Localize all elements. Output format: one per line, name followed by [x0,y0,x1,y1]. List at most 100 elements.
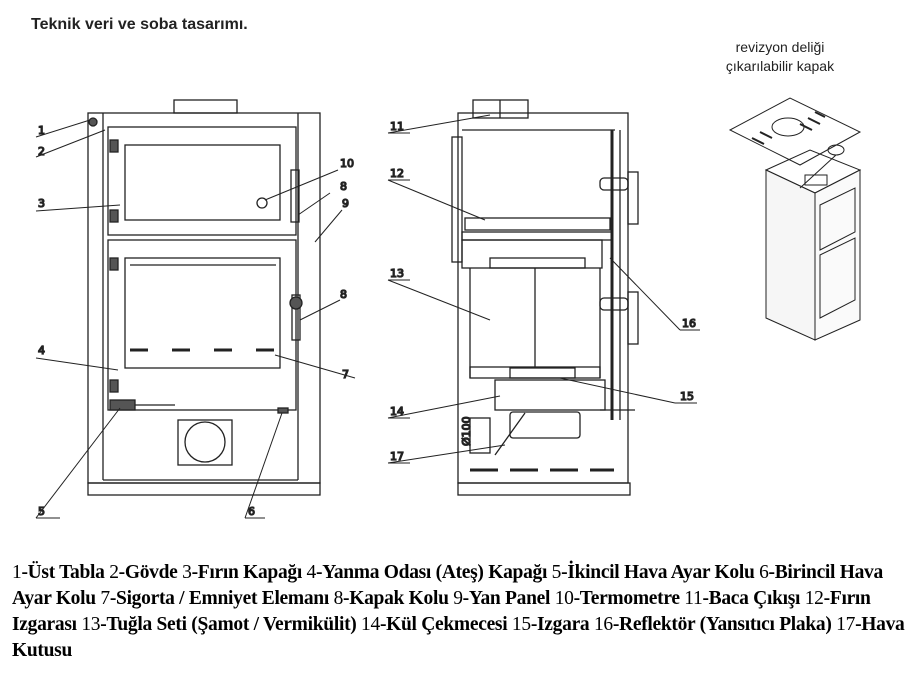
legend-number: 15 [511,614,531,635]
hinge-icon [109,139,119,153]
legend-part-name: -Gövde [118,562,178,583]
legend-number: 7 [100,588,110,609]
side-labels: 11 12 13 14 15 16 17 [389,119,696,463]
legend-part-name: -Üst Tabla [21,562,105,583]
legend-part-name: -Kül Çekmecesi [379,614,508,635]
legend-item: 14-Kül Çekmecesi [361,614,508,635]
legend-number: 12 [804,588,824,609]
callout-11: 11 [390,120,404,133]
ash-drawer [494,379,606,411]
legend-part-name: -Kapak Kolu [343,588,449,609]
front-base [87,482,321,496]
iso-oven-door [819,187,856,251]
callout-5: 5 [38,505,45,518]
side-leaders [387,114,700,464]
page-title: Teknik veri ve soba tasarımı. [31,16,248,33]
dimension-label: Ø100 [460,416,473,446]
legend-item: 3-Fırın Kapağı [182,562,302,583]
callout-1: 1 [38,124,45,137]
parts-legend: 1-Üst Tabla 2-Gövde 3-Fırın Kapağı 4-Yan… [12,560,917,664]
legend-part-name: -Tuğla Seti (Şamot / Vermikülit) [100,614,357,635]
legend-number: 16 [593,614,613,635]
legend-item: 13-Tuğla Seti (Şamot / Vermikülit) [81,614,356,635]
legend-item: 16-Reflektör (Yansıtıcı Plaka) [594,614,832,635]
fire-window [124,257,281,369]
stove-front [814,169,861,341]
thermometer-icon [256,197,268,209]
primary-air-lever [277,407,289,414]
legend-number: 9 [453,588,463,609]
legend-number: 5 [551,562,562,583]
side-view: Ø100 [451,99,639,496]
flue-circle [184,421,226,463]
front-leaders [35,119,356,519]
caption-inspection-hole: revizyon deliği [735,39,825,55]
flue-hole [177,419,233,466]
legend-item: 10-Termometre [555,588,680,609]
legend-part-name: -Fırın Kapağı [191,562,303,583]
callout-7: 7 [342,368,349,381]
callout-3: 3 [38,197,45,210]
legend-number: 13 [81,614,101,635]
hinge-icon [109,257,119,271]
legend-part-name: -Yan Panel [462,588,551,609]
legend-number: 11 [684,588,703,609]
iso-fire-door [819,237,856,319]
legend-part-name: -İkincil Hava Ayar Kolu [561,562,755,583]
legend-part-name: -Reflektör (Yansıtıcı Plaka) [612,614,832,635]
side-base [457,482,631,496]
air-box [509,411,581,439]
legend-item: 11-Baca Çıkışı [684,588,800,609]
legend-item: 12-Fırın Izgarası [12,588,871,635]
legend-part-name: -Sigorta / Emniyet Elemanı [109,588,329,609]
callout-8b: 8 [340,288,347,301]
front-view [87,99,321,496]
oven-window [124,144,281,221]
isometric-view [728,97,862,341]
legend-item: 15-Izgara [511,614,590,635]
callout-4: 4 [38,344,45,357]
front-body [87,112,321,484]
legend-item: 7-Sigorta / Emniyet Elemanı [100,588,329,609]
legend-number: 4 [306,562,317,583]
oven-grill [464,217,611,231]
callout-15: 15 [680,390,694,403]
removable-cover [728,97,862,166]
inspection-hole [827,144,845,156]
callout-8a: 8 [340,180,347,193]
legend-number: 14 [361,614,380,635]
legend-part-name: -Birincil Hava Ayar Kolu [12,562,883,609]
legend-part-name: -Fırın Izgarası [12,588,871,635]
secondary-air-lever [109,399,136,411]
fire-door-handle [291,294,301,341]
legend-item: 2-Gövde [109,562,178,583]
callout-9: 9 [342,197,349,210]
fire-grate [509,367,576,379]
legend-number: 6 [759,562,769,583]
legend-item: 5-İkincil Hava Ayar Kolu [552,562,755,583]
legend-item: 6-Birincil Hava Ayar Kolu [12,562,883,609]
legend-number: 8 [333,588,344,609]
legend-part-name: -Izgara [530,614,590,635]
legend-item: 4-Yanma Odası (Ateş) Kapağı [307,562,548,583]
front-labels: 1 2 3 4 5 6 7 8 8 9 10 [37,123,354,518]
hinge-icon [109,209,119,223]
legend-number: 3 [182,562,192,583]
legend-number: 1 [12,562,22,583]
legend-item: 8-Kapak Kolu [334,588,449,609]
side-fire-handle [627,291,639,345]
legend-number: 2 [109,562,119,583]
legend-part-name: -Baca Çıkışı [702,588,801,609]
stove-left-side [765,169,816,341]
caption-removable-cover: çıkarılabilir kapak [725,58,835,74]
legend-item: 1-Üst Tabla [12,562,105,583]
legend-number: 10 [554,588,574,609]
callout-10: 10 [340,157,354,170]
oven-door [107,126,297,236]
oven-door-handle [290,169,300,223]
legend-number: 17 [836,614,856,635]
callout-6: 6 [248,505,255,518]
callout-2: 2 [38,145,45,158]
callout-17: 17 [390,450,404,463]
iso-caption: revizyon deliği çıkarılabilir kapak [700,38,860,76]
